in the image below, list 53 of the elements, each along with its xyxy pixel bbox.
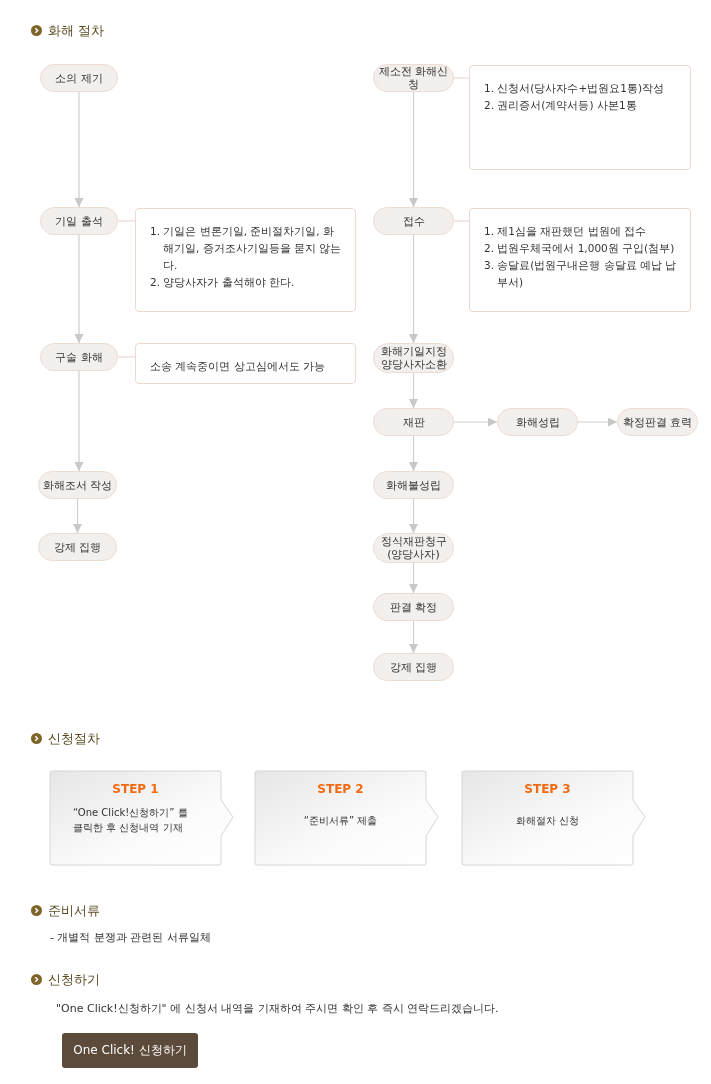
arrow	[74, 91, 84, 208]
note-text: 소송 계속중이면 상고심에서도 가능	[150, 359, 326, 374]
arrow	[409, 562, 418, 594]
note-text: 1. 신청서(당사자수+법원요1통)작성	[484, 81, 666, 96]
process-box: 재판	[373, 408, 454, 436]
process-box: 소의 제기	[40, 64, 118, 92]
section-heading: 화해 절차	[48, 22, 105, 40]
process-box: 정식재판청구 (양당사자)	[373, 533, 454, 563]
step-text: “준비서류” 제출	[302, 814, 379, 828]
arrow	[73, 498, 82, 534]
arrow	[409, 498, 418, 534]
arrow	[409, 620, 418, 654]
step-title: STEP 3	[523, 782, 572, 796]
note-text: 2. 법원우체국에서 1,000원 구입(첨부)	[484, 241, 676, 256]
process-box: 화해조서 작성	[38, 471, 117, 499]
step-text: 화해절차 신청	[514, 814, 581, 828]
arrow	[409, 372, 418, 409]
process-box: 강제 집행	[373, 653, 454, 681]
process-box: 기일 출석	[40, 207, 118, 235]
process-box: 화해성립	[497, 408, 578, 436]
note-box	[135, 208, 356, 312]
process-box: 접수	[373, 207, 454, 235]
arrow	[409, 435, 418, 472]
step-title: STEP 1	[111, 782, 160, 796]
arrow	[74, 370, 84, 472]
note-text: 2. 권리증서(계약서등) 사본1통	[484, 98, 638, 113]
note-box	[469, 208, 691, 312]
note-text: 3. 송달료(법원구내은행 송달료 예납 납부서)	[484, 258, 678, 290]
arrow	[453, 417, 498, 427]
step-title: STEP 2	[316, 782, 365, 796]
section-heading: 준비서류	[48, 902, 100, 920]
arrow	[577, 417, 618, 427]
note-text: "One Click!신청하기" 에 신청서 내역을 기재하여 주시면 확인 후 즉시 연락드리겠습니다.	[56, 1001, 499, 1016]
note-text: 1. 기일은 변론기일, 준비절차기일, 화해기일, 증거조사기일등을 묻지 않는다.	[150, 224, 343, 273]
note-text: 1. 제1심을 재판했던 법원에 접수	[484, 224, 648, 239]
note-box	[469, 65, 691, 170]
process-box: 화해기일지정 양당사자소환	[373, 343, 454, 373]
process-box: 판결 확정	[373, 593, 454, 621]
process-box: 화해불성립	[373, 471, 454, 499]
note-box	[135, 343, 356, 384]
section-heading: 신청하기	[48, 971, 100, 989]
section-heading: 신청절차	[48, 730, 100, 748]
apply-button: One Click! 신청하기	[62, 1033, 198, 1068]
arrow	[409, 91, 418, 208]
step-text: “One Click!신청하기” 를 클릭한 후 신청내역 기재	[73, 806, 189, 835]
process-box: 확정판결 효력	[617, 408, 698, 436]
arrow	[74, 234, 84, 344]
arrow	[409, 234, 418, 344]
note-text: 2. 양당사자가 출석해야 한다.	[150, 275, 296, 290]
process-box: 강제 집행	[38, 533, 117, 561]
note-text: - 개별적 분쟁과 관련된 서류일체	[50, 930, 211, 945]
process-box: 제소전 화해신청	[373, 64, 454, 92]
process-box: 구술 화해	[40, 343, 118, 371]
